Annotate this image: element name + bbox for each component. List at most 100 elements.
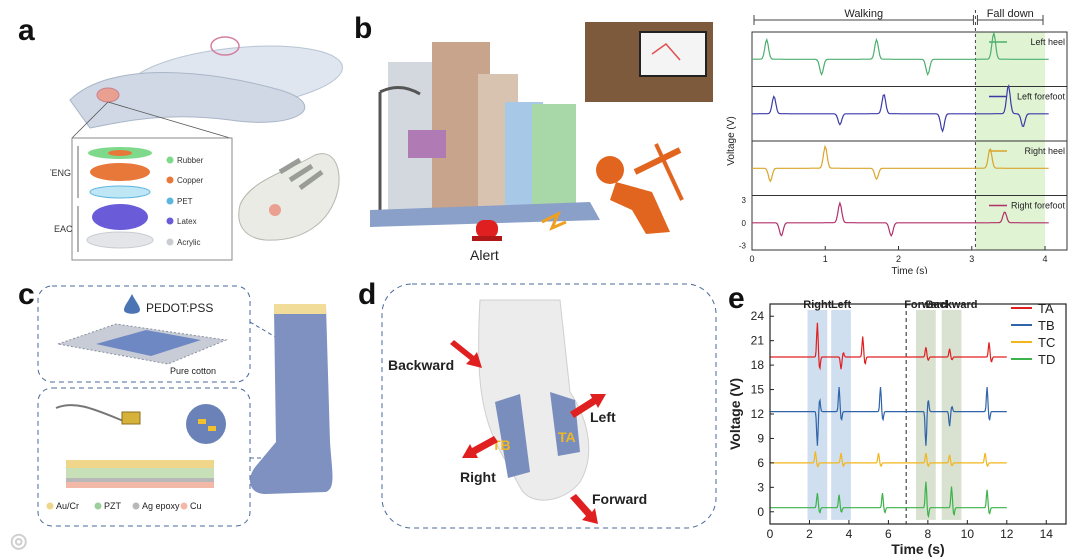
- series-left-heel: [752, 30, 1049, 77]
- series-right-heel: [752, 144, 1049, 183]
- panel-b-illustration: Alert: [370, 22, 713, 262]
- legend-au-cr: Au/Cr: [56, 501, 79, 511]
- ytick-7: 21: [751, 334, 765, 348]
- series-tb: [770, 387, 1007, 446]
- x-axis-label: Time (s): [891, 541, 944, 557]
- region-label-2: Forward: [904, 299, 947, 311]
- legend-cu: Cu: [190, 501, 202, 511]
- fabric-box: [37, 285, 251, 383]
- layer-legend: Rubber Copper PET Latex Acrylic: [166, 156, 204, 247]
- legend-label-2: Right heel: [1024, 146, 1065, 156]
- legend-ag-epoxy: Ag epoxy: [142, 501, 180, 511]
- y-axis-label: Voltage (V): [726, 116, 737, 165]
- xtick-5: 10: [961, 527, 975, 541]
- ytick-2: 6: [757, 456, 764, 470]
- region-0: [807, 310, 828, 520]
- xtick-0: 0: [767, 527, 774, 541]
- layer-latex: Latex: [177, 217, 197, 226]
- panel-a-label: a: [18, 14, 35, 47]
- legend-label-td: TD: [1038, 352, 1055, 367]
- person-head: [596, 156, 624, 184]
- region-label-1: Left: [831, 299, 852, 311]
- x-axis-label: Time (s): [891, 266, 927, 274]
- legend-label-ta: TA: [1038, 301, 1054, 316]
- xtick-7: 14: [1040, 527, 1054, 541]
- xtick-3: 6: [885, 527, 892, 541]
- impact-icon: [541, 210, 567, 231]
- layer-pet: PET: [177, 197, 193, 206]
- region-3: [941, 310, 962, 520]
- group-teng: TENG: [50, 168, 71, 178]
- ytick-5: 15: [751, 383, 765, 397]
- label-right: Right: [460, 469, 496, 485]
- xtick-0: 0: [749, 254, 754, 264]
- xtick-3: 3: [969, 254, 974, 264]
- legend-label-tb: TB: [1038, 318, 1055, 333]
- cotton-fabric: [56, 323, 228, 365]
- panel-d-figure: TB TA Backward Left Right Forward: [381, 283, 717, 529]
- legend-label-tc: TC: [1038, 335, 1055, 350]
- panel-e-label: e: [728, 282, 745, 315]
- insole-lower: [69, 72, 306, 129]
- series-left-forefoot: [752, 84, 1049, 133]
- xtick-1: 2: [806, 527, 813, 541]
- y-axis-label: Voltage (V): [727, 378, 743, 450]
- pedot-label: PEDOT:PSS: [146, 301, 213, 315]
- panel-c-figure: PEDOT:PSS Pure cotton Au/Cr PZT Ag epoxy…: [37, 285, 333, 527]
- series-ta: [770, 322, 1007, 371]
- arrow-right: [462, 436, 498, 458]
- droplet-icon: [124, 294, 140, 314]
- sock-illustration: [250, 306, 333, 494]
- ytick-1: 0: [742, 219, 747, 228]
- sensor-spot-top: [210, 36, 240, 56]
- sock-box: [381, 283, 717, 529]
- arrow-backward: [450, 340, 482, 368]
- region-label-1: Fall down: [987, 8, 1034, 20]
- group-eac: EAC: [54, 224, 73, 234]
- legend-label-3: Right forefoot: [1011, 201, 1066, 211]
- legend-label-1: Left forefoot: [1017, 92, 1066, 102]
- label-left: Left: [590, 409, 616, 425]
- xtick-1: 1: [823, 254, 828, 264]
- region-label-0: Right: [803, 299, 831, 311]
- layer-stack: [66, 460, 214, 488]
- series-td: [770, 481, 1007, 519]
- legend-pzt: PZT: [104, 501, 122, 511]
- series-tc: [770, 451, 1007, 468]
- legend-label-0: Left heel: [1030, 37, 1065, 47]
- label-forward: Forward: [592, 491, 647, 507]
- xtick-6: 12: [1000, 527, 1014, 541]
- sensor-box: [37, 387, 251, 527]
- region-label-3: Backward: [926, 299, 978, 311]
- panel-b-label: b: [354, 12, 373, 45]
- arrow-forward: [570, 494, 598, 524]
- person-body: [610, 182, 670, 234]
- xtick-4: 8: [925, 527, 932, 541]
- alert-label: Alert: [470, 247, 499, 262]
- ytick-1: 3: [757, 480, 764, 494]
- series-right-forefoot: [752, 201, 1049, 238]
- layer-copper: Copper: [177, 176, 204, 185]
- panel-c-label: c: [18, 278, 35, 311]
- panel-d-label: d: [358, 278, 377, 311]
- ytick-3: 9: [757, 431, 764, 445]
- sensor-tb: [495, 394, 530, 478]
- xtick-2: 2: [896, 254, 901, 264]
- arrow-left: [570, 394, 606, 418]
- ytick-6: 18: [751, 358, 765, 372]
- xtick-2: 4: [846, 527, 853, 541]
- material-legend: Au/Cr PZT Ag epoxy Cu: [46, 501, 202, 511]
- label-backward: Backward: [388, 357, 454, 373]
- layer-rubber: Rubber: [177, 156, 204, 165]
- pzt-chip: [121, 411, 141, 425]
- ytick-2: -3: [739, 242, 747, 251]
- ta-label: TA: [558, 429, 576, 445]
- ytick-4: 12: [751, 407, 765, 421]
- region-label-0: Walking: [844, 8, 883, 20]
- watermark: ◎: [10, 530, 30, 552]
- sensor-ta: [550, 392, 580, 456]
- ytick-0: 0: [757, 505, 764, 519]
- sensor-spot-bottom: [96, 87, 120, 103]
